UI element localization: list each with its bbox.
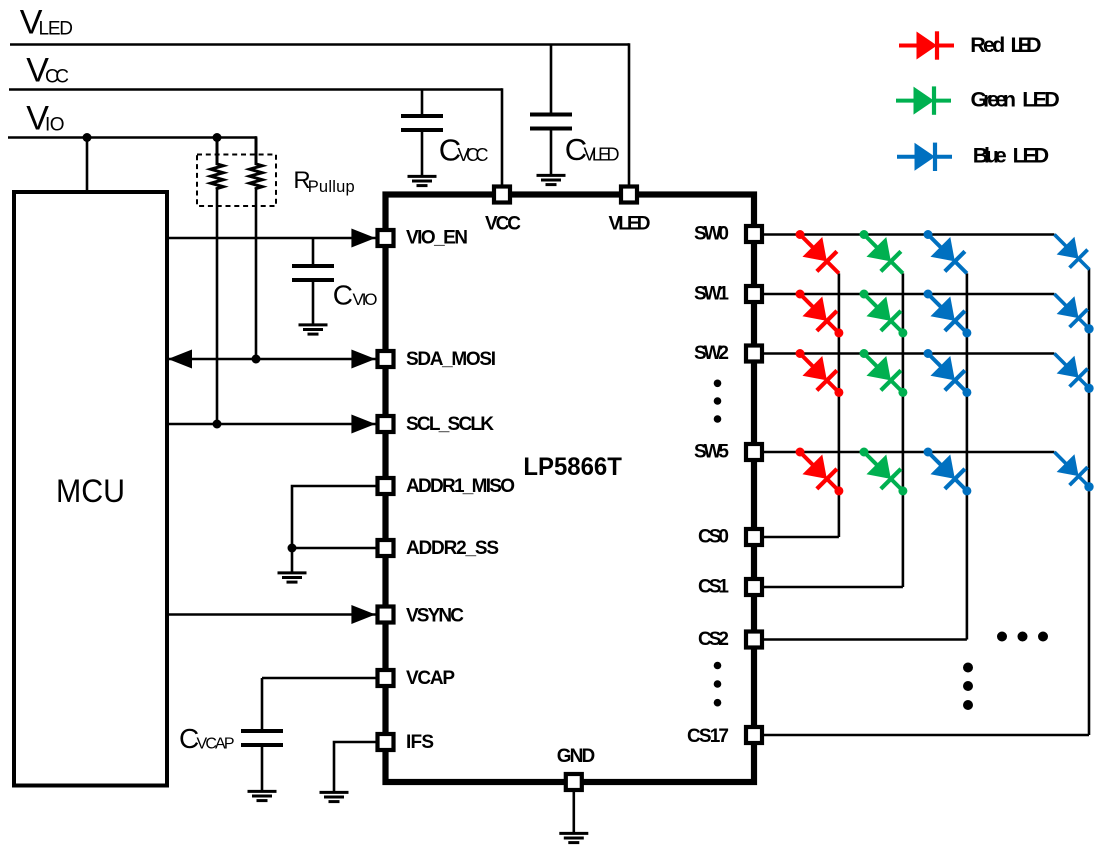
svg-text:LED: LED [1011, 33, 1042, 57]
svg-text:SW5: SW5 [694, 442, 729, 463]
svg-text:VIO_EN: VIO_EN [406, 228, 468, 249]
svg-text:C: C [565, 132, 587, 167]
svg-text:Pullup: Pullup [308, 178, 355, 196]
svg-text:C: C [179, 723, 199, 754]
svg-text:IFS: IFS [406, 732, 434, 753]
svg-text:CS2: CS2 [698, 629, 729, 650]
svg-text:VCC: VCC [485, 213, 521, 234]
svg-text:VSYNC: VSYNC [406, 605, 464, 626]
svg-text:V: V [26, 99, 49, 137]
svg-text:V: V [20, 4, 43, 42]
svg-text:SW0: SW0 [694, 224, 729, 245]
svg-text:VCC: VCC [458, 145, 489, 165]
svg-text:SCL_SCLK: SCL_SCLK [406, 414, 494, 435]
svg-text:Red: Red [970, 33, 1005, 57]
svg-text:VCAP: VCAP [406, 668, 455, 689]
svg-text:SW2: SW2 [694, 343, 729, 364]
svg-text:SW1: SW1 [694, 284, 729, 305]
svg-text:ADDR1_MISO: ADDR1_MISO [406, 476, 515, 497]
svg-text:SDA_MOSI: SDA_MOSI [406, 349, 496, 370]
svg-text:Blue: Blue [973, 144, 1007, 168]
svg-text:C: C [439, 132, 461, 167]
svg-text:CS0: CS0 [698, 527, 729, 548]
svg-text:VLED: VLED [609, 213, 651, 234]
svg-text:VCAP: VCAP [197, 736, 235, 753]
svg-text:LP5866T: LP5866T [523, 453, 622, 481]
svg-text:CS1: CS1 [698, 577, 729, 598]
svg-text:VLED: VLED [584, 145, 620, 165]
svg-text:V: V [26, 51, 49, 89]
svg-text:GND: GND [557, 746, 596, 767]
svg-text:ADDR2_SS: ADDR2_SS [406, 538, 499, 559]
svg-text:LED: LED [1022, 88, 1060, 112]
svg-text:CC: CC [45, 66, 69, 87]
svg-text:Green: Green [971, 88, 1017, 112]
svg-text:VIO: VIO [353, 290, 378, 309]
svg-text:C: C [333, 279, 353, 310]
svg-text:IO: IO [45, 114, 65, 135]
svg-text:MCU: MCU [56, 473, 125, 509]
svg-text:R: R [293, 167, 310, 194]
svg-text:LED: LED [1013, 144, 1050, 168]
svg-text:CS17: CS17 [687, 726, 729, 747]
svg-text:LED: LED [39, 19, 74, 40]
